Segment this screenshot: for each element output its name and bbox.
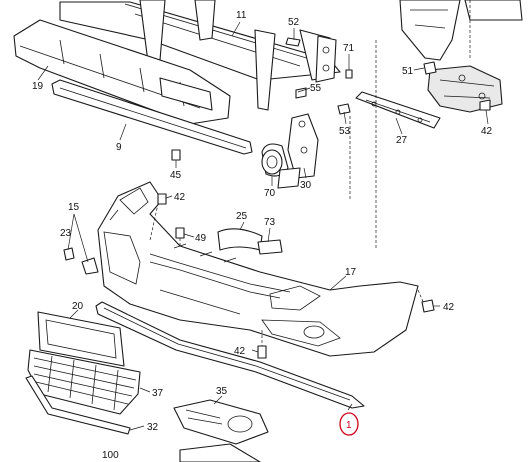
callout-labels: 11 52 71 19 55 51 53 27 42 9 45 70 30 42… (32, 10, 493, 461)
callout-11: 11 (236, 10, 247, 21)
callout-42-lower: 42 (234, 346, 246, 357)
callout-49: 49 (195, 233, 207, 244)
spoiler-strip-part (95, 301, 365, 409)
callout-20: 20 (72, 301, 84, 312)
callout-42-upper: 42 (481, 126, 493, 137)
callout-37: 37 (152, 388, 164, 399)
impact-bar-part (51, 79, 253, 155)
lower-grille-part (27, 349, 141, 415)
energy-absorber-part (13, 19, 231, 125)
highlight-ring (339, 412, 359, 436)
callout-17: 17 (345, 267, 357, 278)
callout-73: 73 (264, 217, 276, 228)
callout-32: 32 (147, 422, 159, 433)
leader-lines (37, 21, 489, 431)
callout-71: 71 (343, 43, 355, 54)
assembly-lines (149, 0, 471, 346)
callout-27: 27 (396, 135, 408, 146)
callout-9: 9 (116, 142, 122, 153)
fog-grille-part (173, 399, 269, 445)
trim-strip-part (25, 375, 131, 435)
clip-part (63, 247, 99, 275)
callout-35: 35 (216, 386, 228, 397)
screw-set-lower (157, 193, 435, 359)
crossmember-part (59, 0, 341, 111)
guide-rail-part (355, 91, 441, 129)
callout-45: 45 (170, 170, 182, 181)
callout-55: 55 (310, 83, 322, 94)
callout-51: 51 (402, 66, 414, 77)
callout-15: 15 (68, 202, 80, 213)
plate-holder-part (37, 311, 125, 367)
callout-42-bolt: 42 (174, 192, 186, 203)
callout-1: 1 (346, 420, 352, 431)
callout-23: 23 (60, 228, 72, 239)
mount-bracket-part (285, 35, 353, 99)
callout-30: 30 (300, 180, 312, 191)
side-bracket (399, 0, 523, 61)
callout-52: 52 (288, 17, 300, 28)
tow-cap-part (217, 228, 283, 255)
fog-grille-lower-part (179, 443, 261, 462)
callout-100: 100 (102, 450, 119, 461)
horn-bracket-part (277, 113, 319, 189)
bolt-set-upper (171, 99, 491, 161)
bumper-cover-part (97, 181, 419, 357)
callout-25: 25 (236, 211, 248, 222)
callout-19: 19 (32, 81, 44, 92)
callout-42-right: 42 (443, 302, 455, 313)
callout-53: 53 (339, 126, 351, 137)
highlighted-callout-1[interactable]: 1 (339, 412, 359, 436)
horn-part (261, 143, 289, 177)
callout-70: 70 (264, 188, 276, 199)
